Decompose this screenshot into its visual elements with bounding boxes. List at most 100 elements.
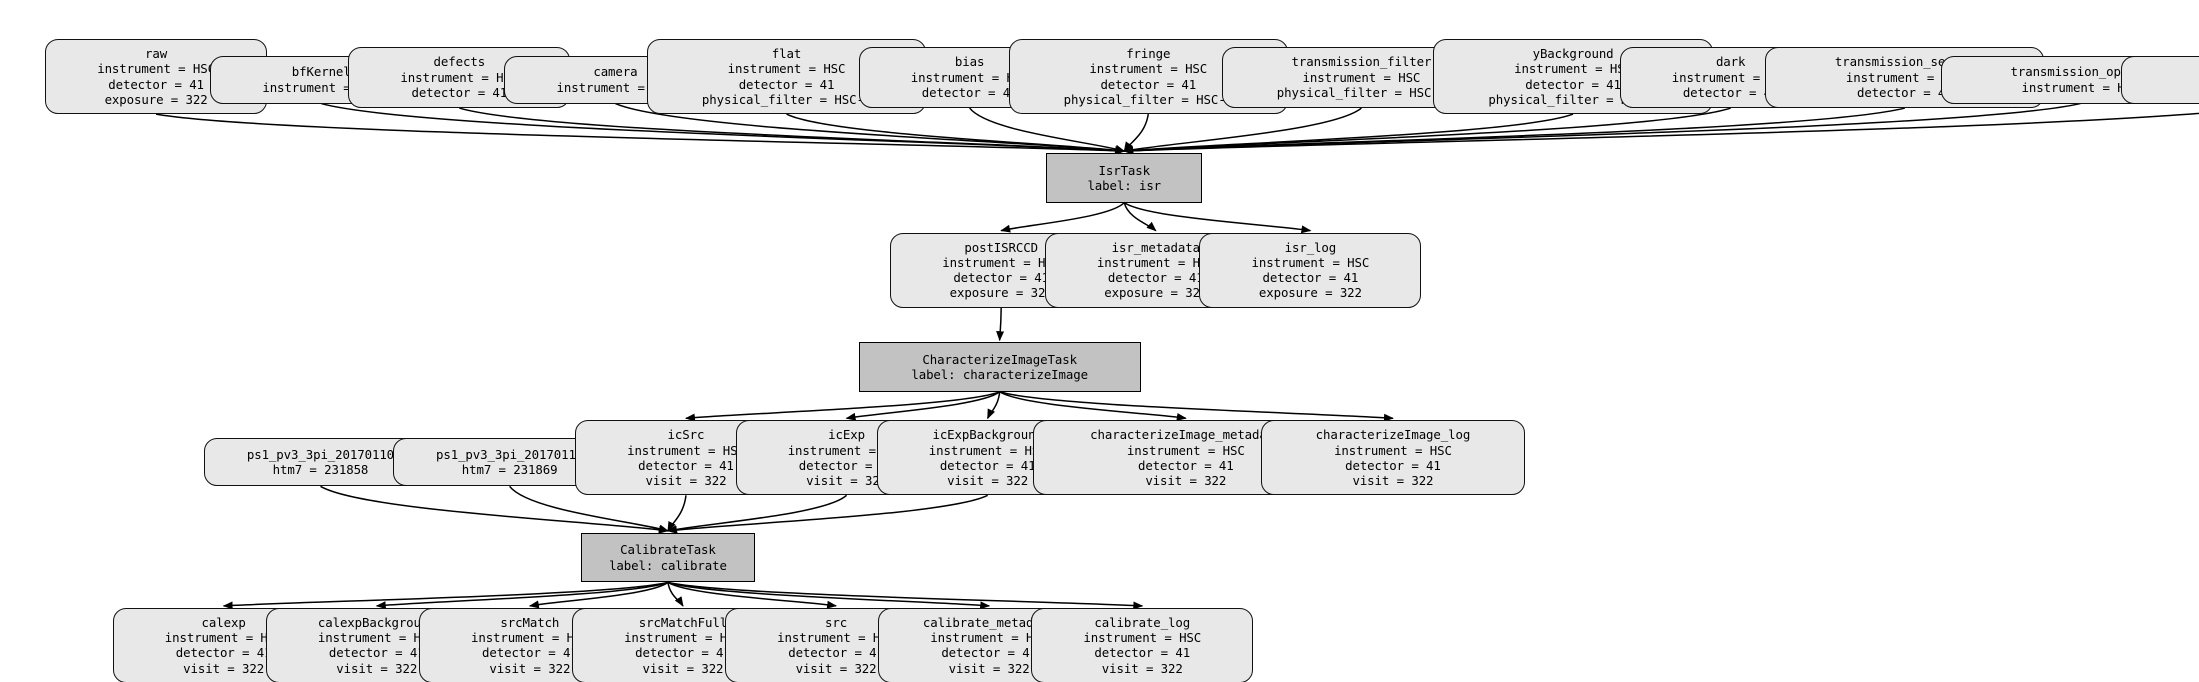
node-detail-row: exposure = 322 [1104, 285, 1208, 301]
node-title: raw [145, 46, 168, 62]
node-title: icExpBackground [932, 427, 1043, 443]
node-detail-row: instrument = HSC [400, 69, 519, 85]
node-detail-row: detector = 41 [953, 270, 1049, 286]
node-detail-row: detector = 41 [1137, 457, 1234, 473]
edge-CalibrateTask-to-src [667, 581, 838, 609]
edge-IsrTask-to-isr_log [1123, 202, 1312, 234]
edge-CalibrateTask-to-calibrate_log [667, 581, 1144, 610]
edge-yBackground-to-IsrTask [1123, 113, 1574, 155]
node-detail-row: instrument = HSC [1251, 254, 1370, 270]
node-title: flat [771, 46, 802, 62]
node-detail-row: visit = 322 [948, 660, 1030, 676]
edge-bias-to-IsrTask [969, 107, 1126, 153]
edge-CalibrateTask-to-calexp [222, 581, 669, 610]
edge-defects-to-IsrTask [459, 107, 1126, 155]
node-title: bfKernel [291, 64, 351, 80]
node-detail-row: visit = 322 [336, 660, 418, 676]
edge-postISRCCD-to-CharacterizeImageTask [996, 307, 1005, 342]
edge-flat-to-IsrTask [786, 113, 1126, 155]
node-title: CharacterizeImageTask [922, 351, 1077, 367]
node-detail-row: visit = 322 [642, 660, 724, 676]
edge-CharacterizeImageTask-to-icExpBackground [986, 391, 1001, 420]
node-detail-row: detector = 41 [328, 645, 425, 661]
node-detail-row: physical_filter = HSC-Y [1063, 91, 1233, 107]
node-title: calibrate_log [1094, 615, 1191, 631]
node-title: IsrTask [1098, 162, 1151, 178]
node-title: ps1_pv3_3pi_20170110 [435, 447, 584, 463]
edge-icExpBackground-to-CalibrateTask [666, 494, 989, 534]
node-title: calexp [201, 615, 246, 631]
node-detail-row: detector = 41 [482, 645, 578, 661]
node-detail-row: detector = 41 [738, 76, 835, 92]
node-detail-row: detector = 41 [108, 76, 204, 92]
node-detail-row: detector = 41 [635, 645, 731, 661]
node-title: transmission_filter [1291, 54, 1432, 70]
node-detail-row: visit = 322 [489, 660, 571, 676]
edge-icSrc-to-CalibrateTask [667, 495, 687, 532]
node-title: postISRCCD [964, 239, 1038, 255]
node-detail-row: detector = 41 [1262, 270, 1359, 286]
node-detail-row: detector = 41 [1682, 84, 1779, 100]
node-detail-row: instrument = HSC [1096, 254, 1215, 270]
node-detail-row: detector = 41 [1345, 457, 1441, 473]
edge-CalibrateTask-to-calibrate_metadata [667, 581, 991, 610]
edge-IsrTask-to-isr_metadata [1123, 202, 1157, 232]
node-detail-row: detector = 41 [411, 84, 508, 100]
node-detail-row: exposure = 322 [949, 285, 1053, 301]
node-detail-row: detector = 41 [1094, 645, 1191, 661]
node-title: characterizeImage_metadata [1090, 427, 1282, 443]
node-detail-row: instrument = HSC [164, 630, 283, 646]
node-title: CalibrateTask [620, 542, 716, 558]
node-detail-row: instrument = HSC [1083, 630, 1202, 646]
node-detail-row: detector = 41 [1525, 76, 1621, 92]
node-detail-row: detector = 41 [1100, 76, 1197, 92]
node-title: dark [1715, 54, 1746, 70]
edge-raw-to-IsrTask [155, 113, 1126, 155]
edge-CalibrateTask-to-calexpBackground [375, 581, 669, 610]
node-detail-row: label: isr [1087, 177, 1162, 193]
node-detail-row: label: characterizeImage [911, 366, 1088, 382]
node-detail-row: visit = 322 [947, 473, 1029, 488]
node-title: bias [954, 54, 985, 70]
node-title: calexpBackground [317, 615, 436, 631]
edge-CharacterizeImageTask-to-icExp [845, 391, 1001, 421]
node-title: icExp [828, 427, 865, 443]
node-detail-row: detector = 41 [1107, 270, 1204, 286]
node-detail-row: visit = 322 [1352, 473, 1434, 488]
node-detail-row: instrument = HSC [1334, 442, 1452, 458]
node-detail-row: detector = 41 [921, 84, 1018, 100]
node-detail-row: instrument = HSC [1126, 442, 1245, 458]
node-detail-row: instrument = HSC [97, 61, 215, 77]
node-title: characterizeImage_log [1315, 427, 1471, 443]
edge-CharacterizeImageTask-to-characterizeImage_log [999, 391, 1394, 422]
node-detail-row: detector = 41 [638, 457, 734, 473]
dataset-node-transmission_atmosphere[interactable]: transmission_atmosphereinstrument = HSC [2120, 55, 2199, 104]
node-title: calibrate_metadata [922, 615, 1056, 631]
node-title: srcMatchFull [638, 615, 728, 631]
node-title: icSrc [667, 427, 705, 443]
node-title: defects [433, 54, 486, 70]
node-detail-row: visit = 322 [183, 660, 265, 676]
node-title: ps1_pv3_3pi_20170110 [246, 447, 395, 463]
node-title: camera [593, 64, 638, 80]
node-detail-row: visit = 322 [795, 660, 877, 676]
edge-CalibrateTask-to-srcMatch [528, 581, 669, 609]
node-detail-row: visit = 322 [1101, 660, 1183, 676]
edge-CharacterizeImageTask-to-characterizeImage_metadata [999, 391, 1187, 421]
node-title: srcMatch [500, 615, 560, 631]
node-detail-row: physical_filter = HSC-Y [701, 91, 872, 107]
edge-icExp-to-CalibrateTask [666, 494, 848, 534]
node-detail-row: htm7 = 231858 [272, 462, 369, 478]
node-detail-row: instrument = HSC [1089, 61, 1208, 77]
edge-IsrTask-to-postISRCCD [1000, 202, 1125, 233]
node-detail-row: instrument = HSC [928, 442, 1047, 458]
node-detail-row: instrument = HSC [627, 442, 745, 458]
